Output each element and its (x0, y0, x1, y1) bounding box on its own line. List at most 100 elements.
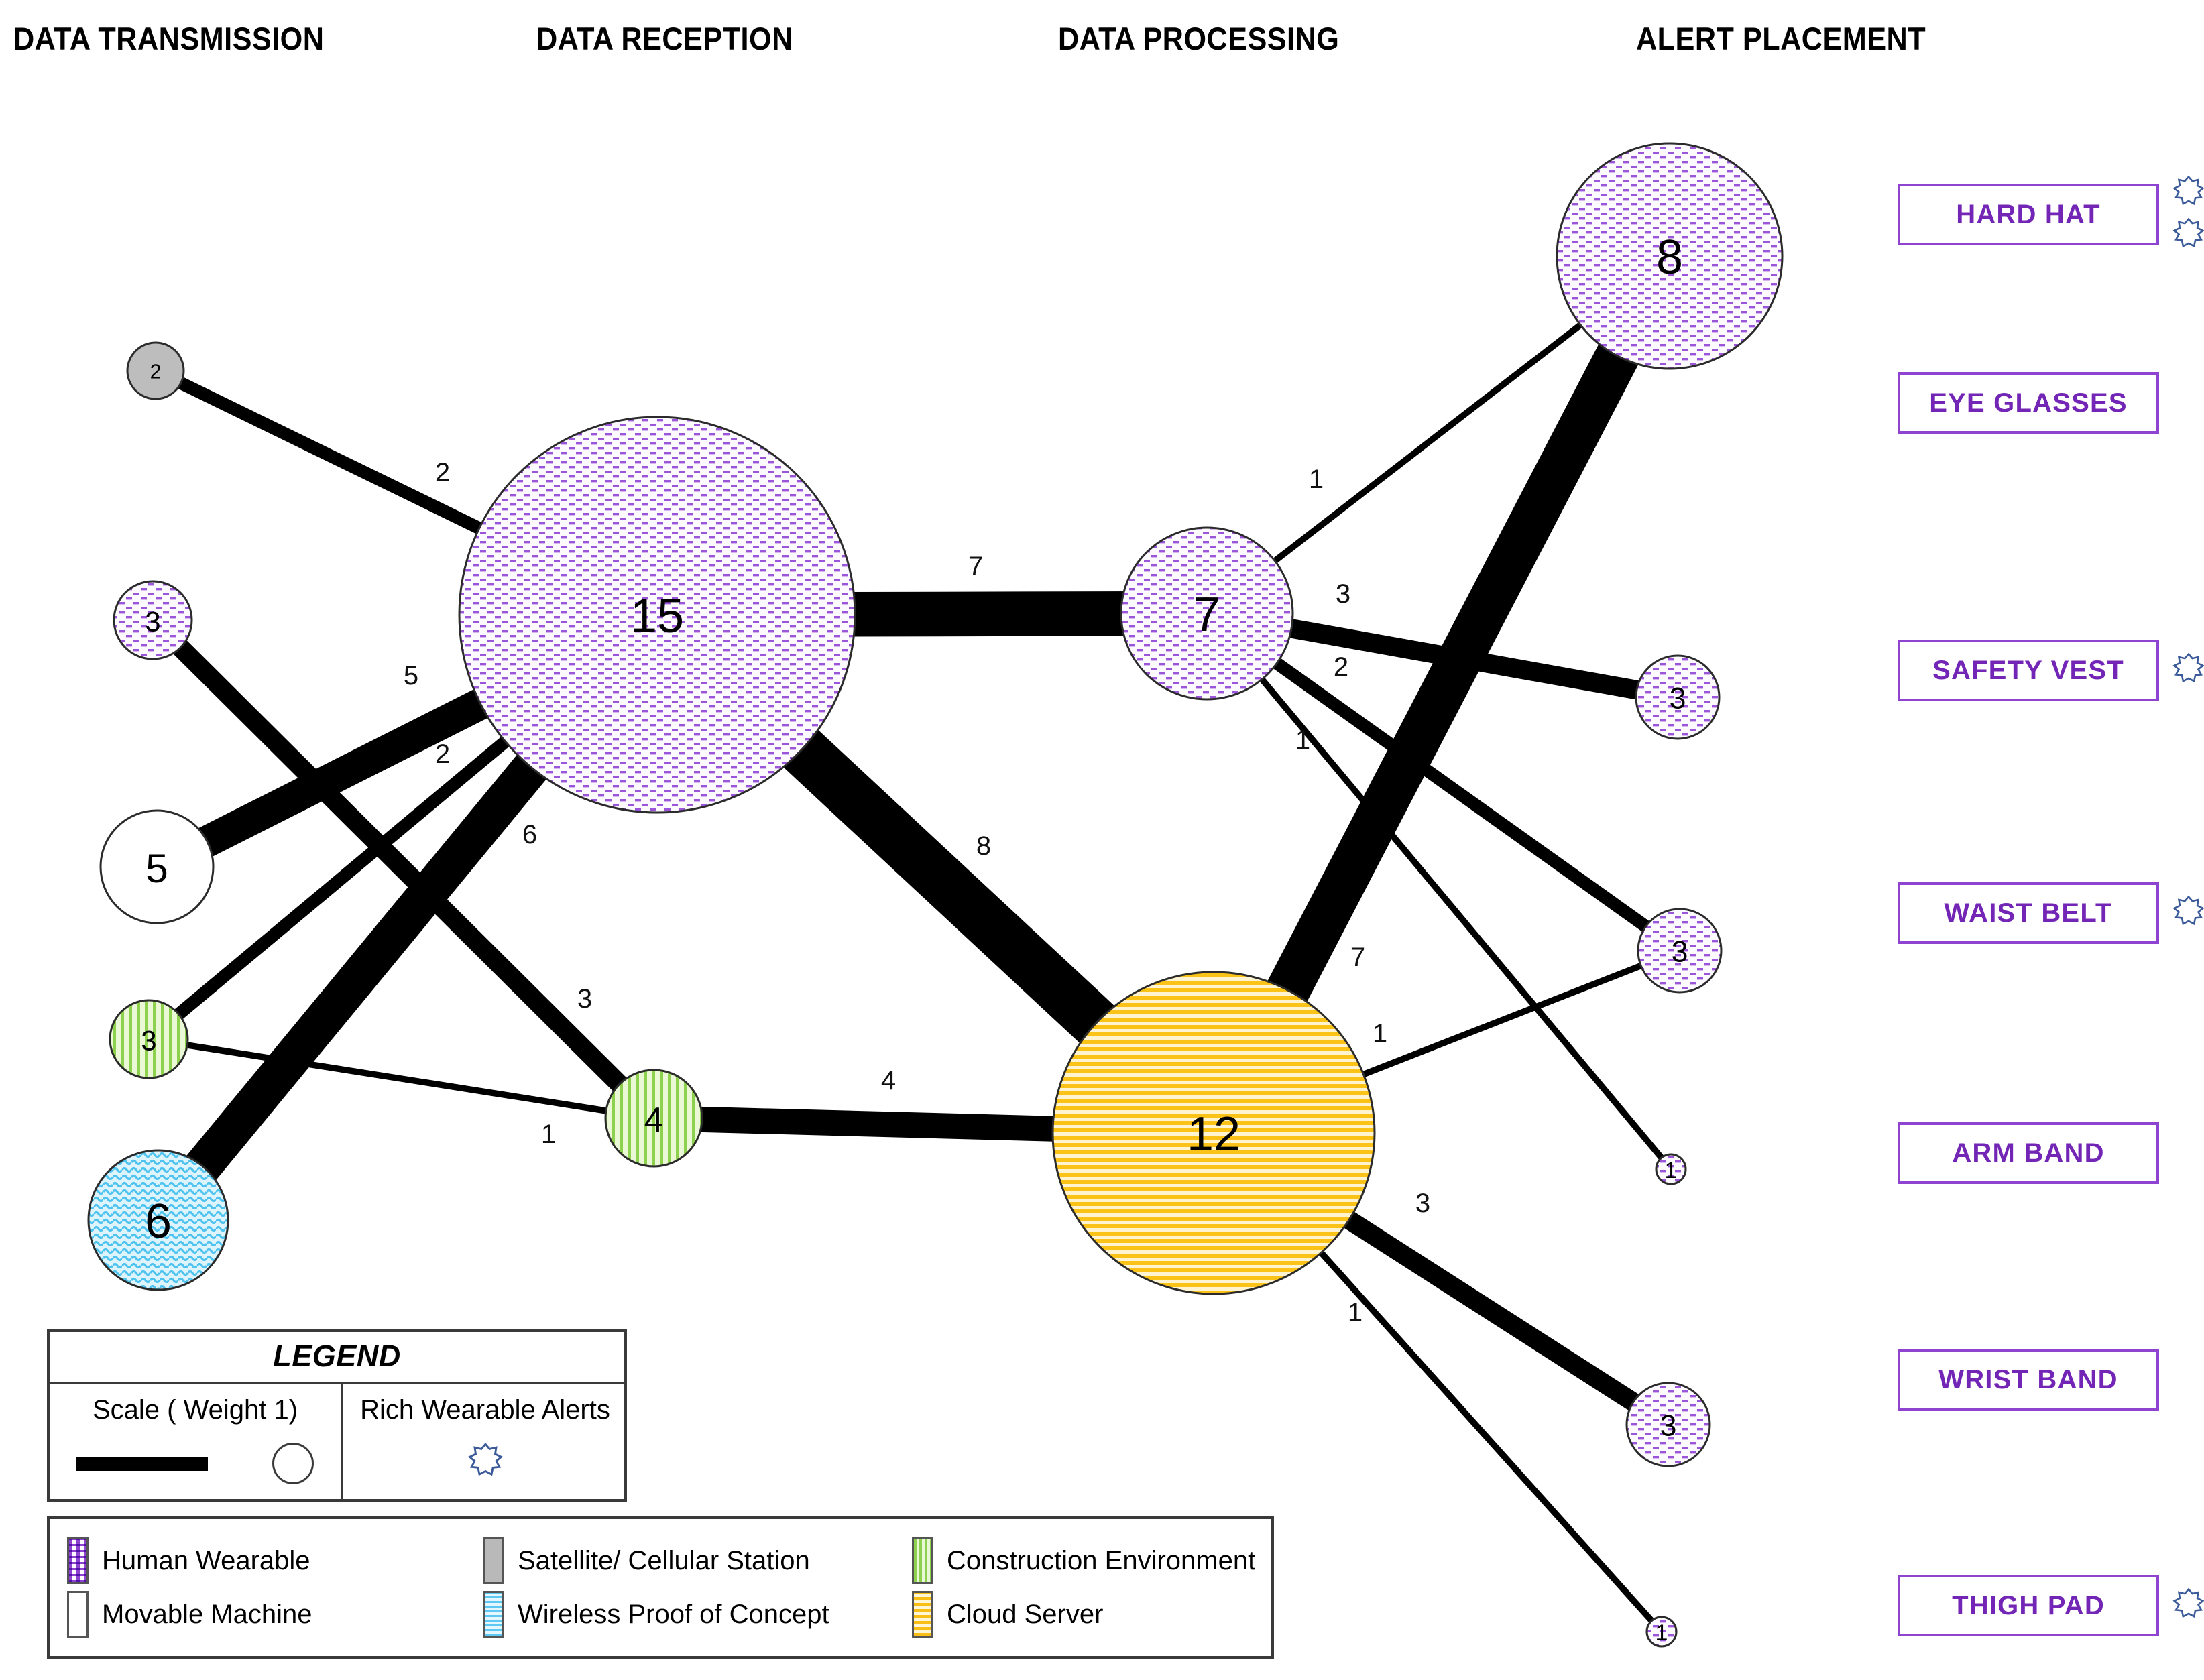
graph-edge (148, 1036, 654, 1122)
alert-placement-box-thigh-pad[interactable]: THIGH PAD (1898, 1575, 2159, 1636)
edge-weight-label: 1 (1373, 1019, 1387, 1048)
legend-alerts-column: Rich Wearable Alerts (343, 1384, 627, 1499)
alert-placement-row: THIGH PAD (1898, 1575, 2204, 1636)
category-legend-item: Human Wearable (67, 1537, 483, 1584)
alert-placement-row: ARM BAND (1898, 1122, 2159, 1184)
rich-wearable-alert-star-icon (2170, 173, 2204, 214)
alert-placement-row: EYE GLASSES (1898, 372, 2159, 434)
graph-node-hw7[interactable]: 7 (1120, 526, 1294, 701)
edge-weight-label: 3 (1336, 579, 1350, 609)
satellite-station-swatch (483, 1537, 504, 1584)
graph-node-hw1_thigh[interactable]: 1 (1645, 1616, 1678, 1648)
alert-placement-label: SAFETY VEST (1932, 655, 2124, 685)
graph-node-hw3_belt[interactable]: 3 (1637, 908, 1723, 994)
column-header-data-reception: DATA RECEPTION (536, 21, 793, 56)
node-circle (1120, 526, 1294, 701)
node-circle (1655, 1153, 1687, 1185)
alert-placement-box-safety-vest[interactable]: SAFETY VEST (1898, 640, 2159, 701)
edge-weight-label: 3 (577, 984, 592, 1014)
rich-wearable-alert-star-icon (465, 1440, 506, 1485)
scale-node-circle (272, 1443, 314, 1484)
alert-placement-box-wrist-band[interactable]: WRIST BAND (1898, 1349, 2159, 1411)
node-circle (1635, 654, 1721, 740)
graph-node-mach5[interactable]: 5 (99, 809, 215, 924)
graph-edge (146, 613, 661, 1126)
alert-placement-row: SAFETY VEST (1898, 640, 2204, 701)
node-circle (126, 341, 185, 400)
legend-panel: LEGEND Scale ( Weight 1) Rich Wearable A… (47, 1329, 627, 1502)
graph-node-hw3a[interactable]: 3 (113, 580, 193, 660)
rich-wearable-alert-star-icon (2170, 650, 2204, 691)
graph-node-cons3[interactable]: 3 (109, 999, 189, 1079)
category-legend-label: Movable Machine (102, 1599, 312, 1629)
legend-scale-column: Scale ( Weight 1) (50, 1384, 343, 1499)
legend-alerts-label: Rich Wearable Alerts (360, 1395, 610, 1425)
category-legend-item: Wireless Proof of Concept (483, 1591, 912, 1638)
movable-machine-swatch (67, 1591, 89, 1638)
column-header-data-processing: DATA PROCESSING (1058, 21, 1340, 56)
node-circle (458, 416, 856, 814)
node-weight-label: 3 (1672, 936, 1688, 969)
edge-weight-label: 4 (881, 1066, 896, 1095)
alert-placement-box-arm-band[interactable]: ARM BAND (1898, 1122, 2159, 1184)
edge-weight-label: 7 (1350, 943, 1365, 972)
graph-node-cons4[interactable]: 4 (604, 1069, 703, 1168)
graph-edge (1203, 608, 1684, 956)
node-circle (604, 1069, 703, 1168)
alert-placement-box-waist-belt[interactable]: WAIST BELT (1898, 882, 2159, 944)
graph-node-wpoc6[interactable]: 6 (87, 1149, 229, 1291)
alert-placement-row: HARD HAT (1898, 173, 2204, 256)
graph-node-sat2[interactable]: 2 (126, 341, 185, 400)
alert-star-stack (2170, 893, 2204, 934)
node-weight-label: 1 (1665, 1158, 1678, 1183)
alert-placement-box-hard-hat[interactable]: HARD HAT (1898, 184, 2159, 245)
rich-wearable-alert-star-icon (2170, 893, 2204, 934)
graph-node-hw3_wrist[interactable]: 3 (1625, 1382, 1711, 1467)
alert-star-stack (2170, 1585, 2204, 1626)
category-legend-label: Cloud Server (947, 1599, 1104, 1629)
legend-scale-label: Scale ( Weight 1) (92, 1395, 298, 1425)
node-circle (99, 809, 215, 924)
node-weight-label: 2 (150, 361, 162, 383)
column-header-data-transmission: DATA TRANSMISSION (13, 21, 325, 56)
node-weight-label: 3 (1660, 1410, 1677, 1443)
node-weight-label: 1 (1656, 1620, 1668, 1646)
node-circle (1645, 1616, 1678, 1648)
node-weight-label: 3 (1670, 682, 1686, 715)
graph-node-hw1_arm[interactable]: 1 (1655, 1153, 1687, 1185)
alert-placement-label: HARD HAT (1956, 199, 2101, 229)
edge-weight-label: 1 (541, 1120, 556, 1149)
node-circle (87, 1149, 229, 1291)
construction-environment-swatch (912, 1537, 933, 1584)
node-weight-label: 15 (630, 589, 684, 643)
node-weight-label: 5 (146, 845, 168, 891)
edge-weight-label: 2 (435, 739, 450, 769)
rich-wearable-alert-star-icon (2170, 215, 2204, 256)
category-legend-item: Satellite/ Cellular Station (483, 1537, 912, 1584)
node-circle (1625, 1382, 1711, 1467)
edge-weight-label: 7 (968, 552, 983, 581)
graph-edge (1194, 245, 1690, 1144)
graph-node-hw15[interactable]: 15 (458, 416, 856, 814)
graph-node-hw8[interactable]: 8 (1556, 142, 1784, 370)
node-weight-label: 3 (145, 606, 160, 638)
alert-star-stack (2170, 173, 2204, 256)
node-weight-label: 4 (644, 1100, 664, 1139)
edge-weight-label: 5 (404, 661, 418, 691)
alert-placement-label: EYE GLASSES (1929, 387, 2128, 418)
edge-weight-label: 2 (435, 458, 450, 487)
alert-placement-label: WAIST BELT (1944, 898, 2113, 928)
alert-placement-row: WAIST BELT (1898, 882, 2204, 944)
graph-node-cloud12[interactable]: 12 (1051, 971, 1376, 1295)
alert-placement-box-eye-glasses[interactable]: EYE GLASSES (1898, 372, 2159, 434)
graph-node-hw3_vest[interactable]: 3 (1635, 654, 1721, 740)
node-weight-label: 7 (1194, 588, 1220, 642)
category-legend-label: Construction Environment (947, 1545, 1256, 1575)
node-circle (113, 580, 193, 660)
category-legend-label: Wireless Proof of Concept (518, 1599, 829, 1629)
node-circle (1637, 908, 1723, 994)
